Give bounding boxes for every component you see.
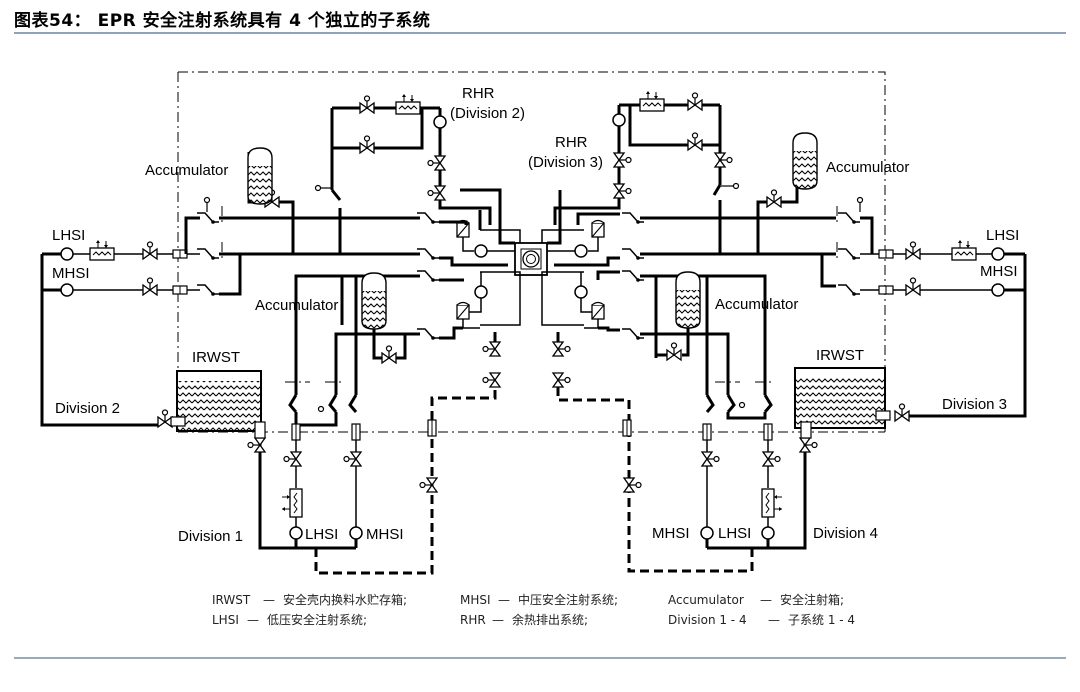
svg-text:子系统 1 - 4: 子系统 1 - 4 — [788, 613, 855, 627]
svg-text:低压安全注射系统;: 低压安全注射系统; — [267, 612, 367, 627]
legend-item-irwst: IRWST — 安全壳内换料水贮存箱; — [212, 592, 407, 607]
label-division-3: Division 3 — [942, 396, 1007, 413]
svg-text:LHSI: LHSI — [212, 613, 239, 627]
svg-text:—: — — [492, 613, 504, 627]
svg-text:RHR: RHR — [460, 613, 486, 627]
label-rhr-div2-sub: (Division 2) — [450, 105, 525, 122]
svg-text:中压安全注射系统;: 中压安全注射系统; — [518, 592, 618, 607]
label-lhsi-left: LHSI — [52, 227, 85, 244]
legend-item-lhsi: LHSI — 低压安全注射系统; — [212, 612, 367, 627]
label-rhr-div3: RHR — [555, 134, 588, 151]
rhr-division-3-loop — [553, 90, 740, 254]
svg-text:安全注射箱;: 安全注射箱; — [780, 592, 844, 607]
label-lhsi-div4: LHSI — [718, 525, 751, 542]
label-irwst-left: IRWST — [192, 349, 240, 366]
division-3-piping — [576, 132, 1027, 418]
svg-text:Accumulator: Accumulator — [668, 593, 744, 607]
svg-text:安全壳内换料水贮存箱;: 安全壳内换料水贮存箱; — [283, 592, 407, 607]
division-2-piping — [40, 147, 476, 427]
division-4-piping — [596, 270, 818, 550]
label-irwst-right: IRWST — [816, 347, 864, 364]
label-rhr-div3-sub: (Division 3) — [528, 154, 603, 171]
figure-title: 图表54： EPR 安全注射系统具有 4 个独立的子系统 — [14, 11, 431, 31]
reactor-vessel — [480, 229, 584, 326]
svg-text:IRWST: IRWST — [212, 593, 251, 607]
label-division-1: Division 1 — [178, 528, 243, 545]
crossover-line-left — [314, 332, 501, 575]
label-division-2: Division 2 — [55, 400, 120, 417]
label-mhsi-div4: MHSI — [652, 525, 690, 542]
label-accumulator-top-right: Accumulator — [826, 159, 909, 176]
legend-item-mhsi: MHSI — 中压安全注射系统; — [460, 592, 618, 607]
svg-text:—: — — [247, 613, 259, 627]
legend-item-division: Division 1 - 4 — 子系统 1 - 4 — [668, 613, 855, 627]
legend: IRWST — 安全壳内换料水贮存箱; MHSI — 中压安全注射系统; Acc… — [212, 592, 855, 627]
rhr-division-2-loop — [314, 93, 492, 254]
footer-divider — [14, 657, 1066, 659]
label-division-4: Division 4 — [813, 525, 878, 542]
crossover-line-right — [552, 332, 754, 573]
irwst-right-tank — [794, 367, 910, 439]
legend-item-rhr: RHR — 余热排出系统; — [460, 612, 588, 627]
svg-text:余热排出系统;: 余热排出系统; — [512, 612, 588, 627]
label-mhsi-right: MHSI — [980, 263, 1018, 280]
division-1-piping — [247, 270, 464, 550]
svg-text:—: — — [498, 593, 510, 607]
legend-item-accumulator: Accumulator — 安全注射箱; — [668, 592, 844, 607]
label-accumulator-top-left: Accumulator — [145, 162, 228, 179]
label-mhsi-div1: MHSI — [366, 526, 404, 543]
title-divider — [14, 32, 1066, 34]
label-mhsi-left: MHSI — [52, 265, 90, 282]
label-lhsi-right: LHSI — [986, 227, 1019, 244]
label-accumulator-mid-right: Accumulator — [715, 296, 798, 313]
diagram-labels: RHR (Division 2) RHR (Division 3) Accumu… — [52, 85, 1019, 545]
svg-text:Division 1 - 4: Division 1 - 4 — [668, 613, 747, 627]
loop-left-upper — [456, 188, 515, 329]
svg-text:MHSI: MHSI — [460, 593, 491, 607]
label-accumulator-mid-left: Accumulator — [255, 297, 338, 314]
svg-text:—: — — [768, 613, 780, 627]
svg-text:—: — — [760, 593, 772, 607]
label-lhsi-div1: LHSI — [305, 526, 338, 543]
irwst-left-tank — [157, 370, 266, 439]
svg-text:—: — — [263, 593, 275, 607]
label-rhr-div2: RHR — [462, 85, 495, 102]
